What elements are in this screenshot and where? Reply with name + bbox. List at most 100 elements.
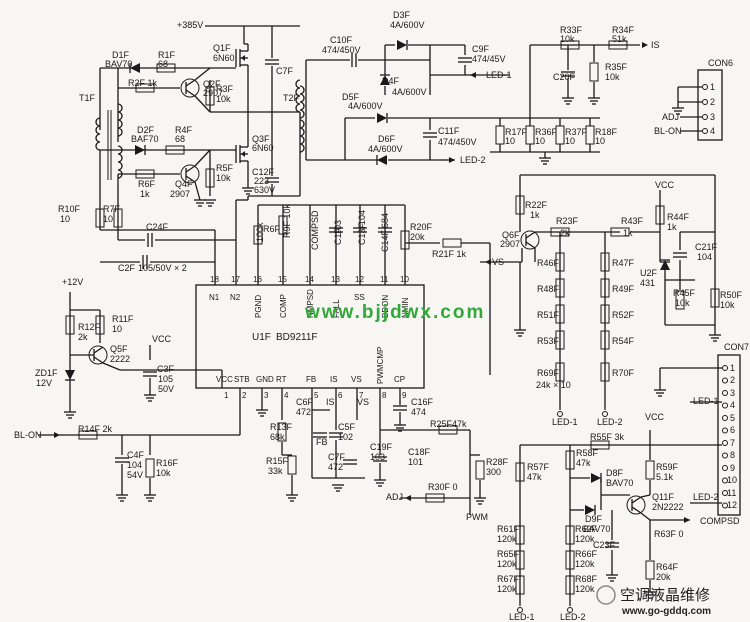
label-led2b: LED-2 [597,417,623,427]
label-adj_c6: ADJ [662,112,679,122]
label-r47f: R47F [612,258,635,268]
label-c4fv2: 54V [127,470,143,480]
label-r43fv: 1k [623,228,633,238]
label-r9f: R9F 10k [282,203,292,238]
label-r33fv: 10k [560,34,575,44]
label-c2fv: 105/50V × 2 [138,263,187,273]
label-c2f: C2F [118,263,136,273]
label-d5f: D5F [342,92,360,102]
label-r18f: R18F [595,127,618,137]
label-r21f: R21F 1k [432,249,467,259]
label-d3f: D3F [393,10,411,20]
label-r6fv: 1k [140,189,150,199]
con7-pin [722,440,728,446]
label-c6p4: 4 [710,126,715,136]
label-d6fv: 4A/600V [368,144,403,154]
label-is2: IS [326,397,335,407]
label-r61f: R61F [497,524,520,534]
label-r13f: R13F [270,422,293,432]
label-led1a: LED-1 [486,70,512,80]
label-c21f: C21F [695,242,718,252]
label-c3f: C3F [157,364,175,374]
label-r1fv: 68 [158,59,168,69]
ic-pin-name: VS [351,375,362,384]
con7-pins [722,365,728,509]
con7-pin [722,452,728,459]
label-c24f: C24F [146,222,169,232]
label-c6p1: 1 [710,82,715,92]
label-r61fv: 120k [497,534,517,544]
label-q4f: Q4F [175,179,193,189]
label-c1f: C1F [333,227,343,245]
label-q11f: Q11F [652,492,674,502]
label-r12f: R12F [78,322,101,332]
label-d3fv: 4A/600V [390,20,425,30]
label-c11fv: 474/450V [438,137,477,147]
label-u2f: U2F [640,268,658,278]
label-c6p3: 3 [710,112,715,122]
label-c3fv: 105 [158,374,173,384]
label-r34f: R34F [612,25,635,35]
label-r67f: R67F [497,574,520,584]
label-r59fv: 5.1k [656,472,674,482]
ic-pin-number: 8 [382,391,387,400]
ic-pin-number: 4 [284,391,289,400]
label-zd1fv: 12V [36,378,52,388]
label-r30f: R30F 0 [428,482,458,492]
label-c13fv: 104 [357,210,367,225]
label-r50f: R50F [720,290,743,300]
label-c16fv: 474 [411,407,426,417]
label-r55f: R55F 3k [590,432,625,442]
ic-pin-name: N2 [230,293,241,302]
label-r20fv: 20k [410,232,425,242]
label-r23fv: 2k [560,228,570,238]
label-c16f: C16F [411,397,434,407]
label-d1f: D1F [112,50,130,60]
con7-pin [722,365,728,371]
label-r4fv: 68 [175,134,185,144]
label-r35fv: 10k [605,72,620,82]
label-pwm: PWM [466,512,488,522]
label-r5f: R5F [216,163,234,173]
label-r65f: R65F [497,549,520,559]
ic-top-network [95,196,491,375]
label-r64f: R64F [656,562,679,572]
label-q11fv: 2N2222 [652,502,684,512]
label-r33f: R33F [560,25,583,35]
label-r58f: R58F [576,448,599,458]
label-q6fv: 2907 [500,239,520,249]
label-r10fv: 10 [60,214,70,224]
label-r25fv: 47k [452,419,467,429]
label-r2f: R2F 1k [128,78,158,88]
con7-pin [722,402,728,409]
label-r45fv: 10k [675,298,690,308]
label-r37fv: 10 [565,136,575,146]
label-r66fv: 120k [575,559,595,569]
label-c12fv2: 630V [254,185,275,195]
label-r36fv: 10 [535,136,545,146]
label-r58fv: 47k [576,458,591,468]
con7-pin [722,477,728,484]
label-d9f: D9F [585,514,603,524]
label-c7f: C7F [276,66,294,76]
label-r17f: R17F [505,127,528,137]
label-r70f: R70F [612,368,635,378]
label-r34fv: 51k [612,34,627,44]
label-d8fv: BAV70 [606,478,633,488]
label-led1d: LED-1 [509,612,535,622]
label-q3f: Q3F [252,134,270,144]
label-r3fv: 10k [216,94,231,104]
output-rectifier-section [295,39,648,166]
label-r18fv: 10 [595,136,605,146]
ic-pin-name: PGND [254,295,263,318]
label-vcc_b: VCC [645,412,665,422]
label-r44f: R44F [667,212,690,222]
label-r44fv: 1k [667,222,677,232]
ic-pin-name: COMP [279,294,288,318]
label-u2fv: 431 [640,278,655,288]
label-r12fv: 2k [78,332,88,342]
label-r5fv: 10k [216,173,231,183]
label-c6p2: 2 [710,97,715,107]
